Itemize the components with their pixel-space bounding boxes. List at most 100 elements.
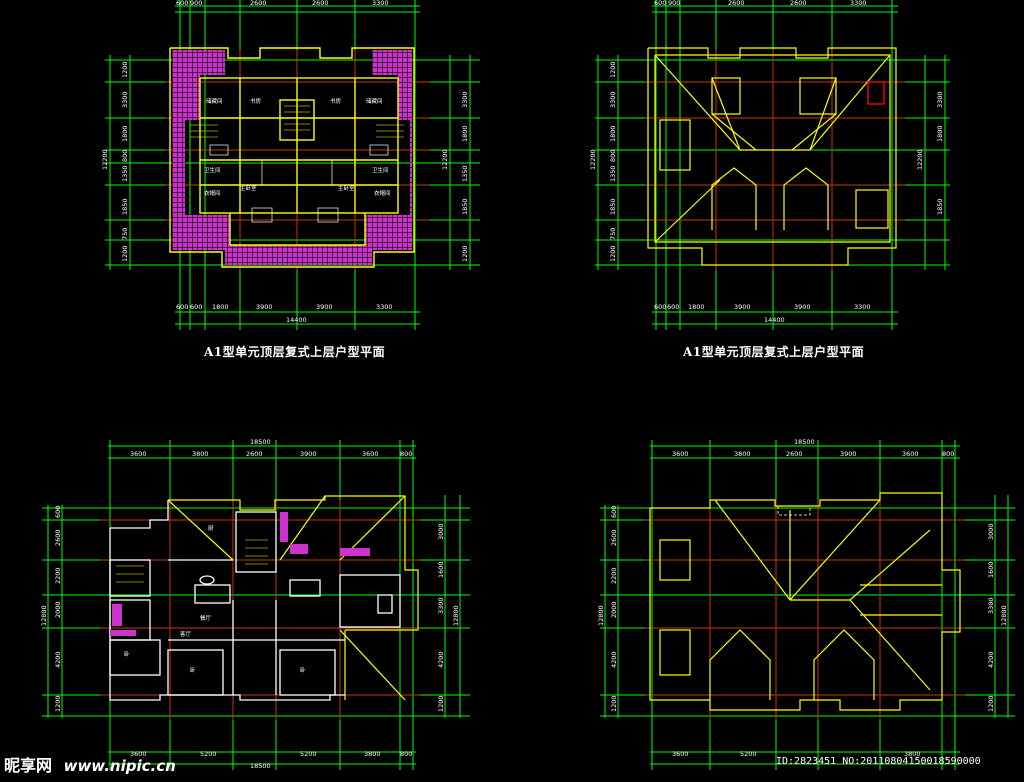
stair-bl (116, 539, 268, 583)
dim-label: 3600 (130, 450, 147, 458)
plan-top-left: 储藏间 书房 书房 储藏间 卫生间 卫生间 主卧室 主卧室 衣帽间 衣帽间 60… (101, 0, 480, 330)
dim-label: 2600 (728, 0, 745, 7)
dim-label: 3800 (904, 750, 921, 758)
dim-label: 3600 (672, 750, 689, 758)
fixtures-bl (110, 512, 370, 636)
dim-label: 3900 (794, 303, 811, 311)
dim-label: 600 (54, 506, 62, 518)
dim-label: 12800 (597, 605, 605, 626)
room-label: 主卧室 (338, 184, 355, 192)
dim-label: 2200 (54, 567, 62, 584)
dim-label: 2600 (250, 0, 267, 7)
dim-label: 600 (654, 303, 666, 311)
watermark-logo: 昵享网 www.nipic.cn (4, 752, 176, 776)
dim-label: 3900 (256, 303, 273, 311)
dim-label: 1200 (609, 61, 617, 78)
dim-label: 3300 (121, 91, 129, 108)
dim-label: 1200 (121, 61, 129, 78)
dim-label: 800 (121, 150, 129, 162)
dim-label: 2600 (790, 0, 807, 7)
dim-label: 1800 (936, 125, 944, 142)
dim-label: 2200 (610, 567, 618, 584)
roof-lines-bl (167, 495, 419, 701)
dim-label: 600 (654, 0, 666, 7)
dim-label: 1200 (437, 695, 445, 712)
room-label: 卧 (124, 650, 130, 658)
dim-label: 18500 (794, 438, 815, 446)
room-label: 厨 (208, 525, 214, 532)
dim-label: 3300 (461, 91, 469, 108)
dim-label: 1200 (610, 695, 618, 712)
dim-label: 2600 (786, 450, 803, 458)
dim-label: 3300 (854, 303, 871, 311)
dim-label: 1200 (54, 695, 62, 712)
room-label: 主卧室 (240, 184, 257, 192)
dim-label: 3300 (850, 0, 867, 7)
dim-label: 5200 (300, 750, 317, 758)
dim-label: 12200 (441, 149, 449, 170)
dim-text-bl: 18500 3600 3800 2600 3900 3600 800 3600 … (40, 438, 460, 770)
dimension-lines-bl (42, 440, 470, 770)
dimension-lines-br (600, 440, 1015, 770)
dim-text-tl: 600 900 2600 2600 3300 600 600 1800 3900… (101, 0, 469, 324)
dim-label: 3900 (316, 303, 333, 311)
dim-label: 3300 (936, 91, 944, 108)
dim-label: 3300 (376, 303, 393, 311)
dim-label: 1850 (936, 198, 944, 215)
dim-label: 12800 (452, 605, 460, 626)
dim-label: 800 (400, 750, 412, 758)
plan-bottom-left: 卧 卧 厨 餐厅 客厅 卧 18500 3600 3800 2600 3900 … (40, 438, 470, 770)
dim-label: 3600 (362, 450, 379, 458)
dim-label: 1200 (121, 245, 129, 262)
room-label: 书房 (330, 97, 342, 105)
dim-label: 4200 (437, 651, 445, 668)
dim-label: 3600 (672, 450, 689, 458)
dim-label: 1600 (437, 561, 445, 578)
dim-label: 900 (190, 0, 202, 7)
dim-label: 12200 (101, 149, 109, 170)
dim-label: 1800 (688, 303, 705, 311)
dim-label: 3000 (437, 523, 445, 540)
dim-label: 1800 (461, 125, 469, 142)
dim-label: 4200 (987, 651, 995, 668)
plan-bottom-right: 18500 3600 3800 2600 3900 3600 800 3600 … (597, 438, 1015, 770)
plan-caption-left: A1型单元顶层复式上层户型平面 (204, 345, 386, 359)
dim-label: 1200 (987, 695, 995, 712)
dim-label: 750 (121, 228, 129, 240)
dim-label: 2000 (54, 601, 62, 618)
dim-label: 1600 (987, 561, 995, 578)
watermark-url: www.nipic.cn (63, 757, 176, 775)
watermark-logo-text: 昵享网 (4, 756, 53, 775)
room-label: 储藏间 (206, 97, 223, 105)
stair-tl (190, 105, 404, 138)
dim-label: 3800 (734, 450, 751, 458)
dim-text-tr: 600 900 2600 2600 3300 600 600 1800 3900… (589, 0, 944, 324)
axis-lines-bl (100, 500, 420, 720)
dim-label: 3300 (987, 597, 995, 614)
dim-label: 1850 (121, 198, 129, 215)
dim-label: 18500 (250, 438, 271, 446)
room-label: 衣帽间 (374, 189, 391, 197)
dim-label: 600 (176, 0, 188, 7)
room-label: 卫生间 (372, 166, 389, 174)
dim-label: 3800 (192, 450, 209, 458)
dim-label: 3800 (364, 750, 381, 758)
dim-label: 750 (609, 228, 617, 240)
roof-outline-tr (647, 47, 897, 266)
dim-label: 3300 (609, 91, 617, 108)
dim-label: 2600 (246, 450, 263, 458)
dim-label: 1350 (609, 165, 617, 182)
chimney-marker (867, 81, 885, 105)
room-label: 客厅 (180, 630, 192, 638)
dim-label: 1350 (461, 165, 469, 182)
room-label: 卫生间 (204, 166, 221, 174)
room-label: 衣帽间 (204, 189, 221, 197)
dim-label: 900 (668, 0, 680, 7)
dim-label: 18500 (250, 762, 271, 770)
plan-top-right: 600 900 2600 2600 3300 600 600 1800 3900… (589, 0, 950, 330)
roof-outline-br (649, 492, 961, 711)
dim-label: 14400 (764, 316, 785, 324)
dim-label: 2600 (312, 0, 329, 7)
dim-label: 12200 (589, 149, 597, 170)
